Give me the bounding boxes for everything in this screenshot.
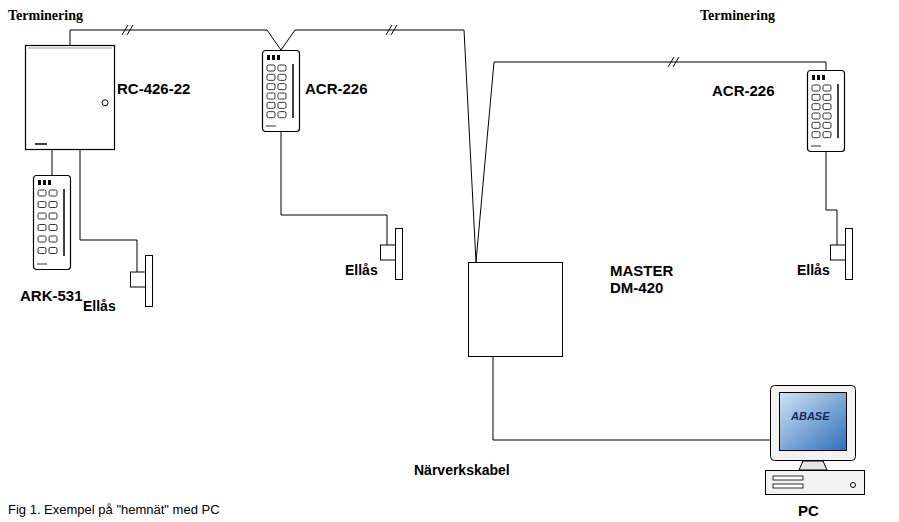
node-label: Ellås bbox=[345, 262, 378, 278]
controller-cabinet-outline bbox=[25, 45, 115, 150]
electric-lock-outline bbox=[830, 228, 853, 280]
termination-note: Terminering bbox=[700, 8, 775, 24]
node-label: PC bbox=[798, 502, 819, 519]
computer: PC bbox=[765, 385, 865, 495]
electric-lock-outline bbox=[130, 255, 153, 307]
card-reader: ACR-226 bbox=[262, 50, 300, 132]
cable bbox=[826, 152, 837, 245]
computer-outline bbox=[765, 385, 865, 495]
electric-lock: Ellås bbox=[380, 228, 403, 280]
cable bbox=[493, 357, 770, 440]
screen-logo: ABASE bbox=[791, 410, 830, 422]
master-unit-outline bbox=[468, 262, 563, 357]
cable bbox=[52, 150, 53, 175]
node-label: ACR-226 bbox=[712, 82, 775, 99]
cable-label: Närverkskabel bbox=[412, 462, 512, 478]
termination-note: Terminering bbox=[8, 8, 83, 24]
node-label: ACR-226 bbox=[305, 80, 368, 97]
card-reader-outline bbox=[262, 50, 300, 132]
cable bbox=[281, 132, 387, 245]
node-label: Ellås bbox=[797, 262, 830, 278]
cable bbox=[281, 30, 476, 262]
card-reader: ACR-226 bbox=[807, 70, 845, 152]
electric-lock: Ellås bbox=[830, 228, 853, 280]
card-reader-outline bbox=[807, 70, 845, 152]
node-label: ARK-531 bbox=[20, 287, 83, 304]
cable-break-mark bbox=[122, 25, 679, 67]
figure-caption: Fig 1. Exempel på "hemnät" med PC bbox=[8, 502, 220, 517]
keypad-reader: ARK-531 bbox=[33, 175, 71, 270]
master-unit: MASTER DM-420 bbox=[468, 262, 563, 357]
node-label: MASTER DM-420 bbox=[610, 262, 690, 297]
node-label: Ellås bbox=[83, 298, 116, 314]
node-label: RC-426-22 bbox=[117, 80, 190, 97]
keypad-reader-outline bbox=[33, 175, 71, 270]
electric-lock: Ellås bbox=[130, 255, 153, 307]
cable bbox=[80, 150, 137, 272]
controller-cabinet: RC-426-22 bbox=[25, 45, 115, 150]
cable bbox=[476, 62, 826, 262]
electric-lock-outline bbox=[380, 228, 403, 280]
